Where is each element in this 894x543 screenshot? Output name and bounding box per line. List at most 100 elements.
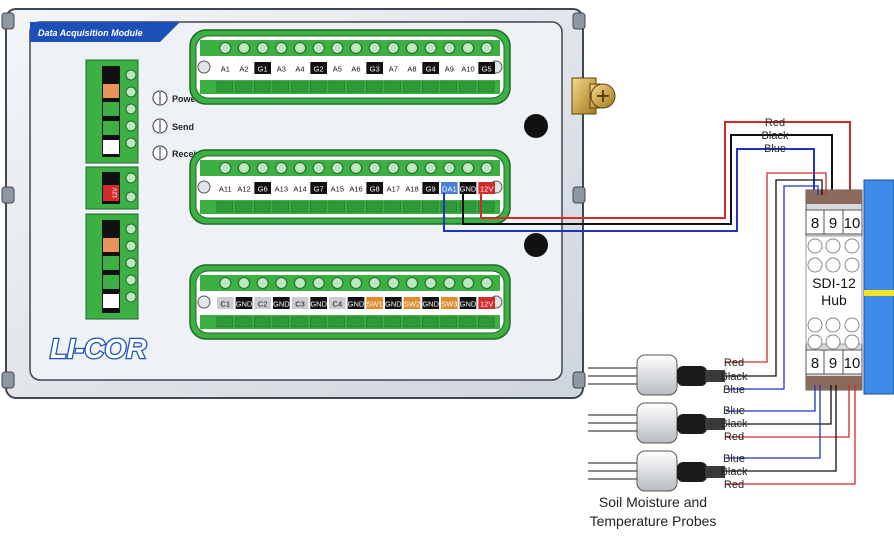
terminal-clamp	[347, 316, 364, 328]
hub-terminal-10-top: 10	[844, 215, 861, 232]
terminal-clamp	[347, 81, 364, 93]
terminal-clamp	[478, 201, 495, 213]
terminal-screw	[275, 42, 288, 54]
probe2-label-red: Red	[724, 431, 744, 443]
module-header-text: Data Acquisition Module	[38, 28, 143, 38]
terminal-screw	[443, 277, 456, 289]
terminal-screw	[424, 162, 437, 174]
wire-label-red: Red	[765, 117, 785, 129]
terminal-screw	[238, 162, 250, 174]
terminal-label: 12V	[480, 300, 493, 309]
hub-terminal-10-bottom: 10	[844, 355, 861, 372]
hub-hole	[844, 257, 860, 273]
terminal-label: G8	[370, 185, 380, 194]
terminal-screw	[350, 42, 362, 54]
probe2-label-black: Black	[721, 418, 748, 430]
terminal-label-bg	[385, 62, 402, 74]
terminal-label-bg	[459, 182, 477, 194]
terminal-screw	[480, 162, 493, 174]
left-block-lower	[85, 213, 139, 320]
terminal-screw	[256, 277, 269, 289]
power-indicator: Power	[152, 90, 200, 106]
hub-hole	[825, 257, 841, 273]
terminal-clamp	[440, 316, 457, 328]
terminal-screw	[387, 162, 400, 174]
terminal-screw	[312, 162, 325, 174]
terminal-label: GND	[460, 185, 477, 194]
terminal-label: A17	[387, 185, 400, 194]
terminal-label-bg	[385, 297, 402, 309]
terminal-label-bg	[422, 297, 439, 309]
terminal-screw	[368, 277, 381, 289]
terminal-clamp	[235, 201, 252, 213]
hub-screw-holes	[807, 238, 860, 350]
terminal-screw	[331, 162, 344, 174]
terminal-label: C3	[295, 300, 305, 309]
terminal-clamp	[328, 316, 345, 328]
terminal-clamp	[235, 81, 252, 93]
terminal-clamp	[440, 201, 457, 213]
terminal-screw	[350, 277, 362, 289]
terminal-label: C1	[221, 300, 231, 309]
terminal-screw	[350, 162, 362, 174]
terminal-label-bg	[291, 62, 309, 74]
terminal-screw	[406, 42, 418, 54]
terminal-label: G9	[426, 185, 436, 194]
hub-hole	[825, 334, 841, 350]
terminal-label: GND	[422, 300, 439, 309]
blue-wire	[443, 148, 815, 232]
terminal-clamp	[272, 316, 289, 328]
terminal-label: G1	[258, 65, 268, 74]
left-block-label: 12V	[113, 188, 119, 199]
terminal-label-bg	[310, 62, 327, 74]
terminal-screw	[443, 162, 456, 174]
terminal-screw	[331, 42, 344, 54]
sdi12-hub: 8 9 10 8 9 10 SDI-12 Hub	[805, 179, 894, 395]
terminal-screw	[387, 277, 400, 289]
terminal-label-bg	[310, 182, 327, 194]
terminal-label: A10	[461, 65, 474, 74]
terminal-label: A4	[295, 65, 304, 74]
terminal-label-bg	[235, 62, 253, 74]
hub-hole	[807, 257, 823, 273]
terminal-screw	[312, 277, 325, 289]
terminal-clamp	[235, 316, 252, 328]
receive-indicator: Receive	[152, 145, 206, 161]
terminal-label-bg	[422, 62, 439, 74]
terminal-label-bg	[422, 182, 439, 194]
terminal-label-bg	[366, 182, 383, 194]
mounting-hole	[524, 114, 548, 138]
terminal-label: GND	[348, 300, 365, 309]
hub-label-line1: SDI-12	[812, 275, 856, 291]
terminal-clamp	[440, 81, 457, 93]
terminal-label: A13	[275, 185, 288, 194]
terminal-clamp	[366, 316, 383, 328]
hub-hole	[807, 334, 823, 350]
terminal-label-bg	[366, 297, 383, 309]
terminal-label: A6	[351, 65, 360, 74]
terminal-label: A1	[221, 65, 230, 74]
left-terminal-blocks: 12V	[85, 59, 139, 320]
probes-caption-line1: Soil Moisture and	[599, 494, 707, 510]
terminal-clamp	[272, 201, 289, 213]
probe1-label-blue: Blue	[723, 384, 745, 396]
probe-wire-labels: Red Black Blue Blue Black Red Blue Black…	[721, 357, 748, 491]
terminal-clamp	[422, 316, 439, 328]
terminal-label-bg	[217, 297, 234, 309]
probe3-label-blue: Blue	[723, 453, 745, 465]
terminal-label: A9	[445, 65, 454, 74]
terminal-label-bg	[273, 297, 290, 309]
terminal-clamp	[310, 81, 327, 93]
hub-hole	[825, 238, 841, 254]
terminal-label-bg	[310, 297, 327, 309]
terminal-label-bg	[478, 62, 495, 74]
terminal-clamp	[328, 81, 345, 93]
terminal-label: G4	[426, 65, 436, 74]
hub-hole	[807, 317, 823, 333]
probe2-label-blue: Blue	[723, 405, 745, 417]
probe-1	[588, 354, 727, 396]
